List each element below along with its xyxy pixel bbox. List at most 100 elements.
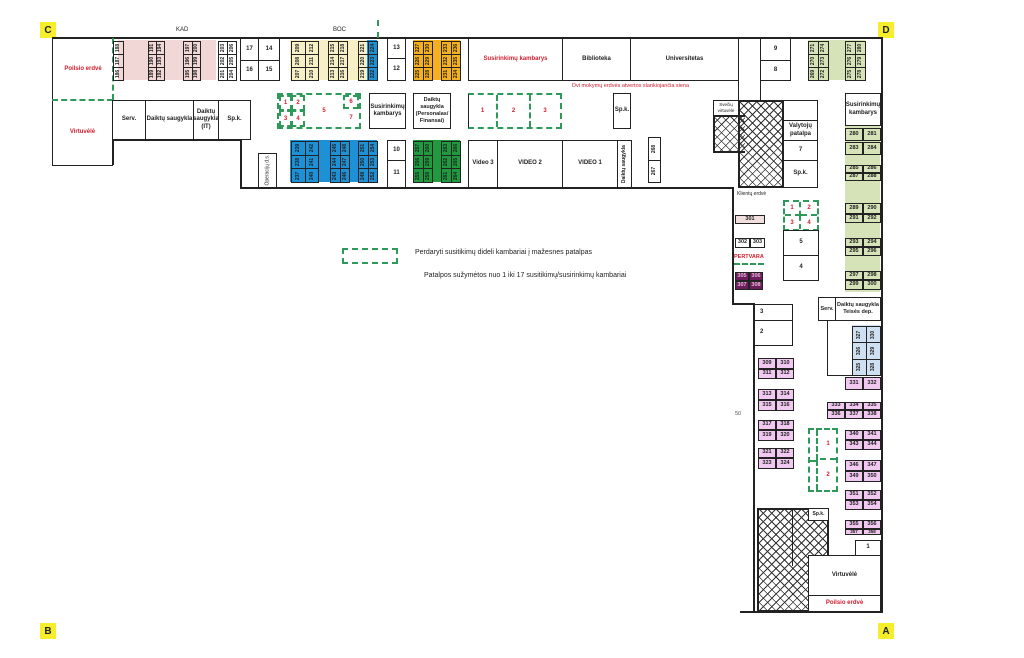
desk-302[interactable]: 302 (735, 238, 750, 248)
desk-194[interactable]: 194 (156, 41, 165, 55)
room-serv-right[interactable]: Serv. (818, 297, 836, 321)
room-spk-left[interactable]: Sp.k. (218, 100, 251, 140)
desk-331[interactable]: 331 (845, 377, 863, 390)
desk-340[interactable]: 340 (845, 430, 863, 440)
meeting-room-2[interactable]: 2 (801, 202, 817, 216)
room-7[interactable]: 7 (783, 140, 818, 161)
desk-254[interactable]: 254 (367, 141, 378, 156)
room-1[interactable]: 1 (855, 540, 881, 556)
desk-199[interactable]: 199 (191, 54, 201, 68)
desk-283[interactable]: 283 (845, 142, 863, 155)
desk-259[interactable]: 259 (422, 154, 433, 170)
desk-284[interactable]: 284 (863, 142, 881, 155)
desk-208[interactable]: 208 (291, 54, 306, 68)
room-9[interactable]: 9 (760, 38, 791, 61)
room-spk-bottom[interactable]: Sp.k. (808, 508, 829, 521)
meeting-room-2[interactable]: 2 (291, 95, 305, 111)
desk-278[interactable]: 278 (855, 67, 866, 81)
desk-303[interactable]: 303 (750, 238, 765, 248)
desk-241[interactable]: 241 (304, 154, 319, 170)
desk-291[interactable]: 291 (845, 214, 863, 223)
desk-204[interactable]: 204 (227, 67, 237, 81)
desk-186[interactable]: 186 (113, 67, 124, 81)
room-sveciu-virtuvele[interactable]: Svečių virtuvėlė (713, 100, 739, 116)
desk-300[interactable]: 300 (863, 280, 881, 290)
desk-268[interactable]: 268 (648, 137, 661, 161)
desk-341[interactable]: 341 (863, 430, 881, 440)
desk-188[interactable]: 188 (113, 41, 124, 55)
desk-338[interactable]: 338 (863, 410, 881, 419)
room-daiktu-saugykla-video[interactable]: Daiktų saugykla (617, 140, 632, 188)
desk-344[interactable]: 344 (863, 440, 881, 450)
desk-320[interactable]: 320 (776, 430, 794, 441)
room-video-1[interactable]: VIDEO 1 (562, 140, 618, 188)
desk-223[interactable]: 223 (367, 54, 378, 68)
desk-218[interactable]: 218 (337, 41, 348, 55)
desk-237[interactable]: 237 (291, 168, 306, 183)
desk-336[interactable]: 336 (827, 410, 845, 419)
desk-295[interactable]: 295 (845, 247, 863, 256)
room-poilsio-erdve-right[interactable]: Poilsio erdvė (808, 595, 881, 612)
desk-287[interactable]: 287 (845, 173, 863, 181)
desk-289[interactable]: 289 (845, 203, 863, 214)
desk-193[interactable]: 193 (156, 54, 165, 68)
desk-347[interactable]: 347 (863, 460, 881, 471)
desk-353[interactable]: 353 (845, 500, 863, 510)
desk-350[interactable]: 350 (863, 471, 881, 482)
room-spk-mid[interactable]: Sp.k. (613, 93, 631, 129)
desk-267[interactable]: 267 (648, 159, 661, 183)
desk-294[interactable]: 294 (863, 238, 881, 247)
room-daiktu-saugykla-teises[interactable]: Daiktų saugykla Teisės dep. (835, 297, 881, 321)
room-5[interactable]: 5 (783, 230, 819, 256)
desk-258[interactable]: 258 (422, 168, 433, 183)
desk-343[interactable]: 343 (845, 440, 863, 450)
desk-206[interactable]: 206 (227, 41, 237, 55)
desk-346[interactable]: 346 (845, 460, 863, 471)
desk-315[interactable]: 315 (758, 400, 776, 411)
desk-290[interactable]: 290 (863, 203, 881, 214)
desk-306[interactable]: 306 (749, 272, 763, 281)
desk-252[interactable]: 252 (367, 168, 378, 183)
desk-288[interactable]: 288 (863, 173, 881, 181)
desk-239[interactable]: 239 (291, 141, 306, 156)
desk-293[interactable]: 293 (845, 238, 863, 247)
desk-235[interactable]: 235 (450, 54, 461, 68)
desk-297[interactable]: 297 (845, 271, 863, 280)
desk-286[interactable]: 286 (863, 165, 881, 173)
desk-207[interactable]: 207 (291, 67, 306, 81)
room-11[interactable]: 11 (387, 160, 406, 188)
desk-318[interactable]: 318 (776, 420, 794, 430)
desk-351[interactable]: 351 (845, 490, 863, 500)
desk-272[interactable]: 272 (818, 67, 829, 81)
desk-296[interactable]: 296 (863, 247, 881, 256)
desk-325[interactable]: 325 (852, 358, 867, 376)
desk-264[interactable]: 264 (450, 168, 461, 183)
room-daiktu-saugykla-it[interactable]: Daiktų saugykla (IT) (193, 100, 219, 140)
desk-337[interactable]: 337 (845, 410, 863, 419)
meeting-room-7[interactable]: 7 (349, 115, 353, 121)
desk-198[interactable]: 198 (191, 67, 201, 81)
meeting-room-3[interactable]: 3 (543, 108, 547, 114)
room-daiktu-saugykla-personalas[interactable]: Daiktų saugykla (Personalas/ Finansai) (413, 93, 451, 129)
desk-265[interactable]: 265 (450, 154, 461, 170)
desk-216[interactable]: 216 (337, 67, 348, 81)
desk-228[interactable]: 228 (422, 67, 433, 81)
room-video-2[interactable]: VIDEO 2 (497, 140, 563, 188)
desk-311[interactable]: 311 (758, 369, 776, 379)
room-17[interactable]: 17 (240, 38, 259, 61)
desk-273[interactable]: 273 (818, 54, 829, 68)
desk-200[interactable]: 200 (191, 41, 201, 55)
desk-280[interactable]: 280 (845, 128, 863, 141)
meeting-room-6[interactable]: 6 (343, 95, 359, 109)
room-2[interactable]: 2 (754, 320, 793, 346)
desk-324[interactable]: 324 (776, 458, 794, 469)
desk-247[interactable]: 247 (339, 154, 350, 170)
meeting-room-2[interactable]: 2 (826, 472, 830, 478)
desk-224[interactable]: 224 (367, 41, 378, 55)
desk-240[interactable]: 240 (304, 168, 319, 183)
desk-349[interactable]: 349 (845, 471, 863, 482)
desk-301[interactable]: 301 (735, 215, 765, 224)
room-susirinkimu-kambarys-mid[interactable]: Susirinkimų kambarys (369, 93, 406, 129)
desk-316[interactable]: 316 (776, 400, 794, 411)
room-daiktu-saugykla-left[interactable]: Daiktų saugykla (145, 100, 194, 140)
